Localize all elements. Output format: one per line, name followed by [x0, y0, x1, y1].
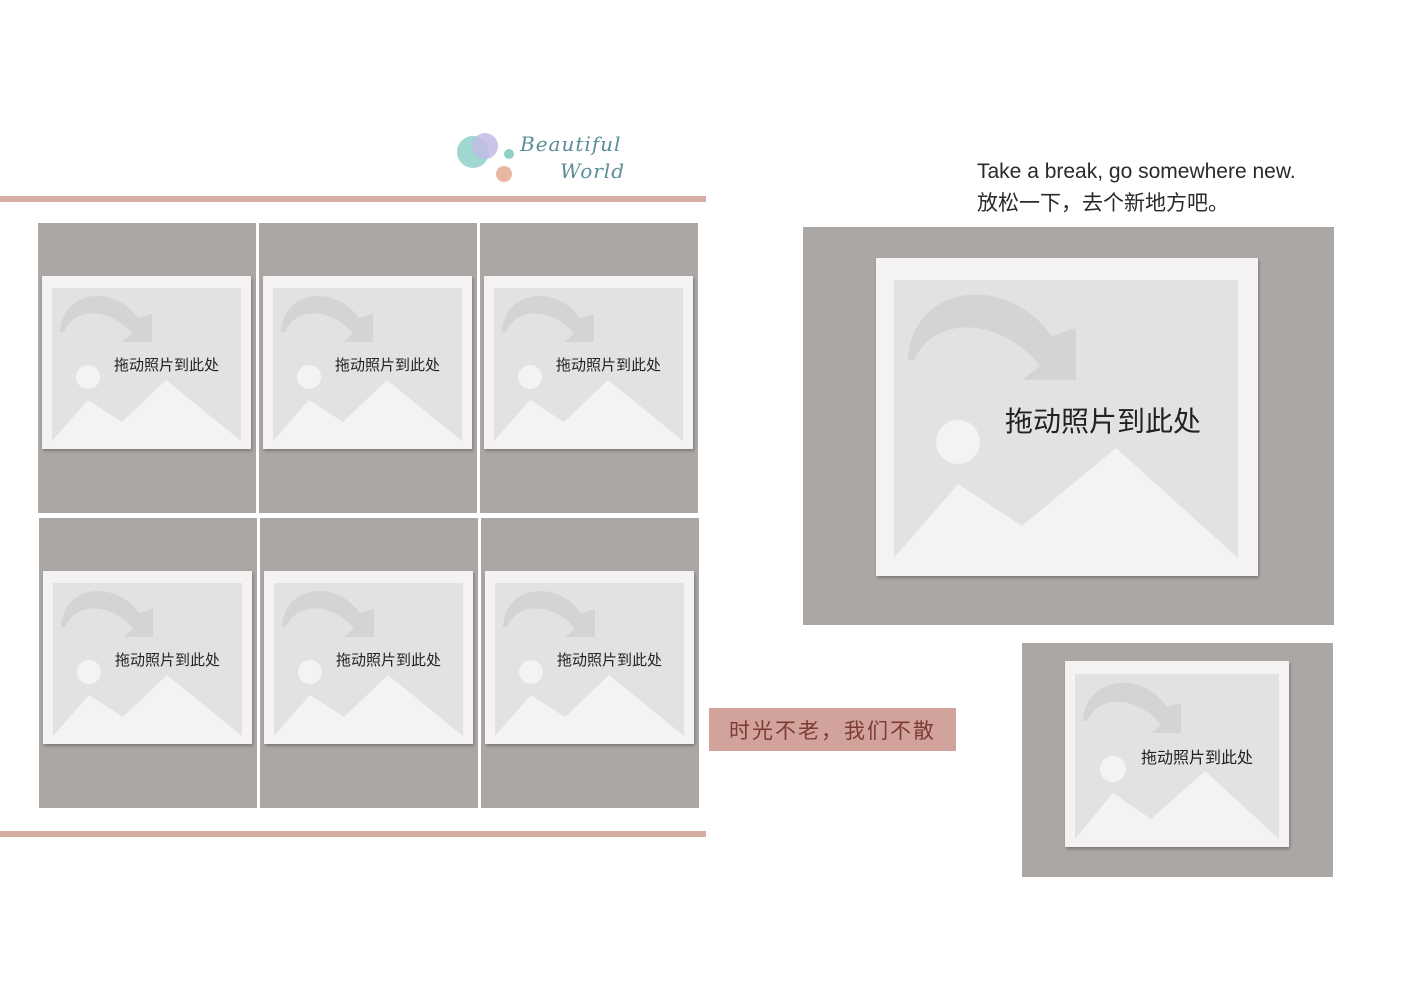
photo-slot-4[interactable]: 拖动照片到此处 [39, 518, 257, 808]
motto-text: 时光不老，我们不散 [729, 718, 936, 743]
photo-slot-2[interactable]: 拖动照片到此处 [259, 223, 477, 513]
photo-slot-large[interactable]: 拖动照片到此处 [803, 227, 1334, 625]
image-placeholder-icon [52, 288, 241, 441]
tagline-chinese: 放松一下，去个新地方吧。 [977, 192, 1229, 215]
photo-placeholder[interactable]: 拖动照片到此处 [484, 276, 693, 449]
logo-line-1: Beautiful [520, 132, 622, 156]
logo-bubbles-icon [457, 133, 514, 182]
drag-photo-label: 拖动照片到此处 [335, 356, 441, 374]
drag-photo-label: 拖动照片到此处 [114, 356, 220, 374]
image-placeholder-icon [495, 583, 684, 736]
drag-photo-label: 拖动照片到此处 [557, 651, 663, 669]
image-placeholder-icon [1075, 674, 1279, 839]
photo-slot-6[interactable]: 拖动照片到此处 [481, 518, 699, 808]
photo-placeholder[interactable]: 拖动照片到此处 [1065, 661, 1289, 847]
drag-photo-label: 拖动照片到此处 [336, 651, 442, 669]
photo-placeholder[interactable]: 拖动照片到此处 [264, 571, 473, 744]
tagline-english: Take a break, go somewhere new. [977, 160, 1296, 183]
top-divider [0, 196, 706, 202]
photo-placeholder[interactable]: 拖动照片到此处 [263, 276, 472, 449]
tagline: Take a break, go somewhere new. 放松一下，去个新… [977, 156, 1296, 220]
photo-placeholder[interactable]: 拖动照片到此处 [42, 276, 251, 449]
image-placeholder-icon [494, 288, 683, 441]
image-placeholder-icon [894, 280, 1238, 558]
beautiful-world-logo: Beautiful World [452, 126, 642, 190]
photo-slot-1[interactable]: 拖动照片到此处 [38, 223, 256, 513]
photo-slot-small[interactable]: 拖动照片到此处 [1022, 643, 1333, 877]
photo-placeholder[interactable]: 拖动照片到此处 [43, 571, 252, 744]
photo-slot-5[interactable]: 拖动照片到此处 [260, 518, 478, 808]
image-placeholder-icon [274, 583, 463, 736]
drag-photo-label: 拖动照片到此处 [1141, 748, 1254, 767]
image-placeholder-icon [53, 583, 242, 736]
motto-banner: 时光不老，我们不散 [709, 708, 956, 751]
logo-line-2: World [560, 159, 625, 183]
photo-slot-3[interactable]: 拖动照片到此处 [480, 223, 698, 513]
drag-photo-label: 拖动照片到此处 [1005, 405, 1202, 438]
bottom-divider [0, 831, 706, 837]
drag-photo-label: 拖动照片到此处 [556, 356, 662, 374]
image-placeholder-icon [273, 288, 462, 441]
photo-placeholder[interactable]: 拖动照片到此处 [485, 571, 694, 744]
drag-photo-label: 拖动照片到此处 [115, 651, 221, 669]
photo-placeholder[interactable]: 拖动照片到此处 [876, 258, 1258, 576]
